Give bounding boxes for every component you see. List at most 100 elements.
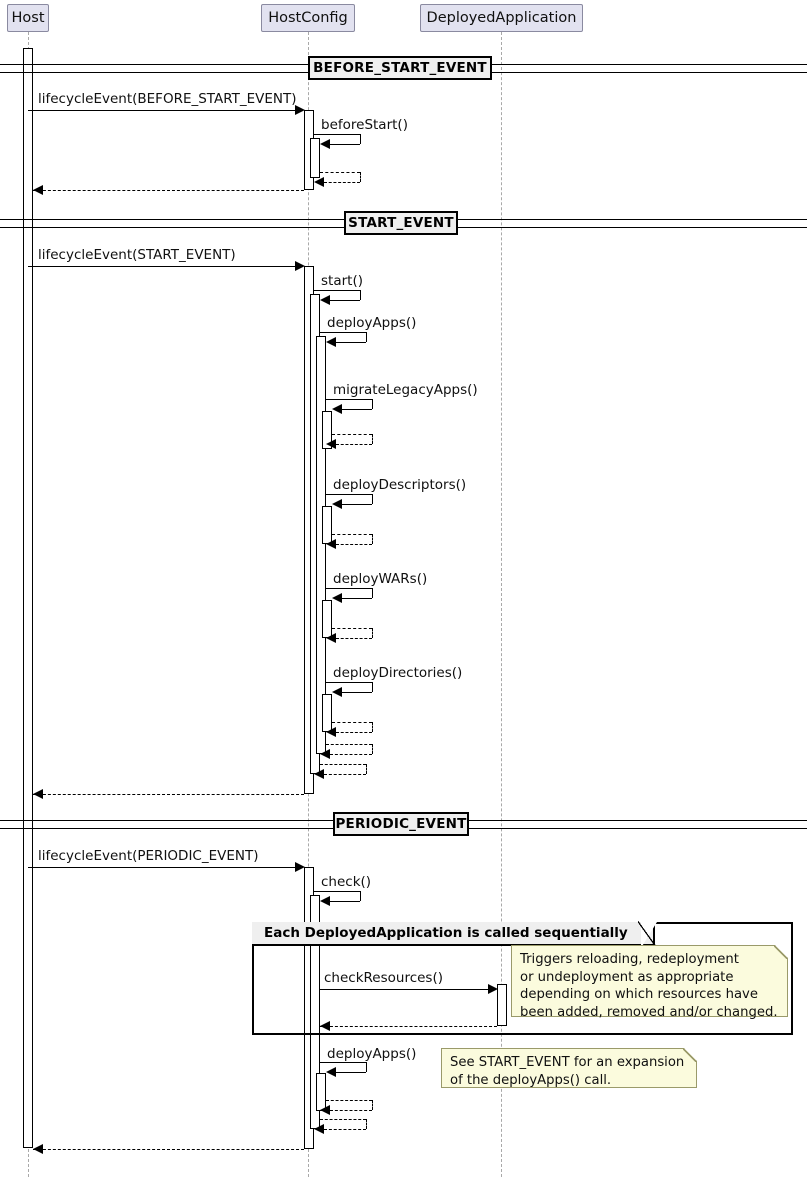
participant-host-label: Host [11,10,45,26]
message-self-top-m9 [326,682,372,683]
message-self-top-m5 [320,332,366,333]
message-self-bottom-m7 [342,504,372,505]
note-deploy-apps: See START_EVENT for an expansion of the … [441,1048,697,1088]
message-return-top-m6 [332,434,372,435]
arrowhead-return-m8 [326,633,336,643]
message-return-m12 [320,1026,497,1027]
arrowhead-return-m3 [33,789,43,799]
message-arrow-m1 [28,110,298,111]
activation-host [23,48,33,1148]
arrowhead-return-m6 [326,439,336,449]
message-self-bottom-m8 [342,598,372,599]
arrowhead-m7 [332,499,342,509]
message-self-bottom-m6 [342,409,372,410]
message-return-bottom-m5 [330,754,372,755]
activation-hostconfig-beforestart-nested [310,138,320,178]
activation-deployedapplication [497,984,507,1026]
divider-before-start-event: BEFORE_START_EVENT [308,56,492,80]
arrowhead-m9 [332,687,342,697]
message-return-bottom-m9 [336,732,372,733]
message-self-bottom-m13 [336,1072,366,1073]
message-return-right-m6 [372,434,373,444]
divider-periodic-event-label: PERIODIC_EVENT [335,816,467,832]
message-return-top-m2 [320,172,360,173]
message-return-right-m2 [360,172,361,182]
message-self-bottom-m4 [330,300,360,301]
message-label-m6: migrateLegacyApps() [333,382,478,398]
note-deploy-apps-line-1: See START_EVENT for an expansion [450,1055,685,1070]
note-deploy-apps-line-2: of the deployApps() call. [450,1072,612,1088]
divider-periodic-event: PERIODIC_EVENT [333,812,469,836]
message-return-bottom-m2 [324,182,360,183]
message-label-m12: checkResources() [324,970,444,986]
message-arrow-m12 [320,989,492,990]
divider-start-event: START_EVENT [344,211,458,235]
message-self-top-m4 [314,290,360,291]
participant-deployedapplication-label: DeployedApplication [426,10,577,26]
message-self-top-m8 [326,588,372,589]
message-return-bottom-m6 [336,444,372,445]
message-label-m2: beforeStart() [321,117,408,133]
arrowhead-return-m7 [326,539,336,549]
message-self-top-m11 [314,891,360,892]
message-self-right-m4 [360,290,361,300]
arrowhead-m4 [320,295,330,305]
message-label-m8: deployWARs() [333,571,428,587]
group-loop-deployed-apps-header: Each DeployedApplication is called seque… [252,922,655,946]
group-loop-deployed-apps-label: Each DeployedApplication is called seque… [264,925,628,941]
message-label-m9: deployDirectories() [333,665,463,681]
arrowhead-return-m9 [326,727,336,737]
arrowhead-return-m12 [320,1021,330,1031]
message-self-bottom-m9 [342,692,372,693]
lifeline-deployedapplication [501,32,502,1177]
message-self-right-m5 [366,332,367,342]
message-self-right-m13 [366,1062,367,1072]
message-return-m1 [33,190,304,191]
message-label-m5: deployApps() [327,315,417,331]
message-return-bottom-m11 [324,1129,366,1130]
message-self-right-m2 [360,134,361,144]
message-return-right-m7 [372,534,373,544]
message-return-top-m8 [332,628,372,629]
message-return-right-m4 [366,764,367,774]
message-label-m3: lifecycleEvent(START_EVENT) [38,247,236,263]
message-return-top-m11 [320,1119,366,1120]
message-label-m1: lifecycleEvent(BEFORE_START_EVENT) [38,91,297,107]
message-return-right-m8 [372,628,373,638]
message-return-m3 [33,794,304,795]
message-return-bottom-m8 [336,638,372,639]
arrowhead-m3 [295,261,305,271]
message-self-right-m8 [372,588,373,598]
arrowhead-m12 [488,984,498,994]
arrowhead-m10 [295,862,305,872]
message-return-top-m9 [332,722,372,723]
arrowhead-return-m13 [320,1105,330,1115]
message-self-right-m6 [372,399,373,409]
arrowhead-m8 [332,593,342,603]
message-return-top-m7 [332,534,372,535]
message-self-bottom-m5 [336,342,366,343]
message-return-right-m9 [372,722,373,732]
note-check-resources-line-1: Triggers reloading, redeployment [520,952,739,967]
participant-hostconfig[interactable]: HostConfig [261,4,355,32]
message-return-right-m5 [372,744,373,754]
note-check-resources: Triggers reloading, redeployment or unde… [511,945,788,1020]
participant-host[interactable]: Host [7,4,49,32]
arrowhead-m6 [332,404,342,414]
message-self-right-m11 [360,891,361,901]
message-return-top-m5 [326,744,372,745]
note-check-resources-line-4: been added, removed and/or changed. [520,1004,778,1020]
message-self-top-m6 [326,399,372,400]
message-label-m7: deployDescriptors() [333,477,467,493]
message-label-m13: deployApps() [327,1046,417,1062]
message-self-right-m7 [372,494,373,504]
arrowhead-return-m1 [33,185,43,195]
message-return-bottom-m4 [324,774,366,775]
arrowhead-m1 [295,105,305,115]
participant-deployedapplication[interactable]: DeployedApplication [420,4,583,32]
message-return-bottom-m13 [330,1110,372,1111]
message-label-m10: lifecycleEvent(PERIODIC_EVENT) [38,848,259,864]
message-self-bottom-m11 [330,901,360,902]
activation-hostconfig-deployapps-l3 [316,336,326,754]
